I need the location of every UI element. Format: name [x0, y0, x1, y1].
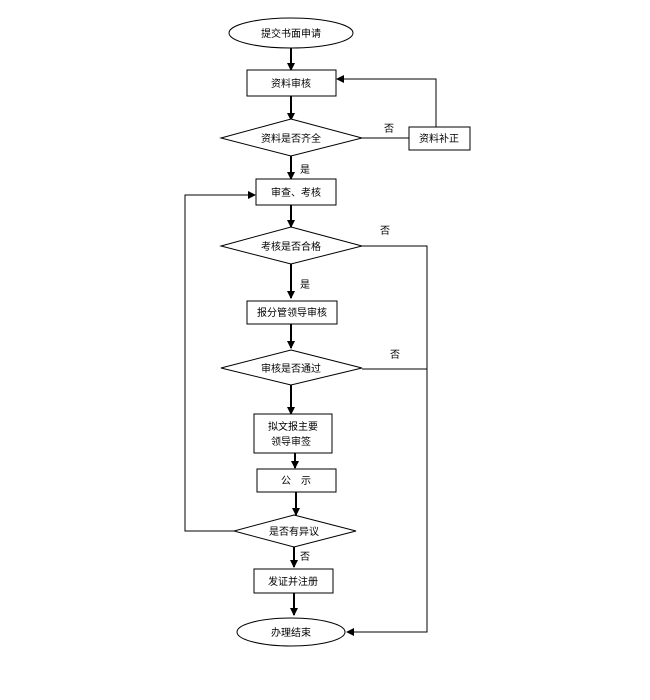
node-end: 办理结束 — [236, 617, 346, 647]
node-start-label: 提交书面申请 — [261, 27, 321, 40]
node-review-assess: 审查、考核 — [255, 178, 337, 206]
node-report-leader: 报分管领导审核 — [246, 300, 338, 325]
branch-label-no-supplement: 否 — [384, 123, 394, 135]
node-draft-label-line1: 拟文报主要 — [268, 420, 318, 433]
arrow-objection-back-to-assess — [184, 191, 256, 532]
node-publicize-label: 公 示 — [281, 476, 311, 487]
decision-assess-pass: 考核是否合格 — [219, 226, 364, 265]
decision-materials-complete-label: 资料是否齐全 — [261, 132, 321, 145]
node-material-review: 资料审核 — [246, 69, 337, 97]
decision-has-objection: 是否有异议 — [232, 514, 357, 548]
decision-review-pass-label: 审核是否通过 — [261, 362, 321, 375]
node-review-assess-label: 审查、考核 — [271, 186, 321, 199]
node-draft: 拟文报主要 领导审签 — [253, 413, 333, 454]
branch-label-yes-complete: 是 — [300, 164, 310, 176]
decision-review-pass: 审核是否通过 — [220, 349, 363, 386]
connectors — [184, 48, 437, 636]
node-supplement-label: 资料补正 — [419, 132, 459, 145]
decision-materials-complete: 资料是否齐全 — [219, 118, 364, 157]
node-end-label: 办理结束 — [271, 626, 311, 639]
node-issue-cert: 发证并注册 — [253, 568, 334, 594]
branch-label-no-objection: 否 — [300, 551, 310, 563]
arrow-supplement-back-to-review — [336, 75, 437, 127]
node-draft-label-line2: 领导审签 — [271, 435, 311, 448]
node-issue-cert-label: 发证并注册 — [268, 575, 318, 588]
branch-label-no-review: 否 — [390, 349, 400, 361]
decision-has-objection-label: 是否有异议 — [269, 525, 319, 538]
node-material-review-label: 资料审核 — [271, 77, 311, 90]
node-publicize: 公 示 — [256, 468, 337, 493]
branch-label-yes-assess: 是 — [300, 279, 310, 291]
arrow-fail-to-end — [346, 245, 428, 636]
decision-assess-pass-label: 考核是否合格 — [261, 240, 321, 253]
node-start: 提交书面申请 — [228, 17, 354, 49]
node-report-leader-label: 报分管领导审核 — [257, 306, 327, 319]
branch-label-no-assess: 否 — [380, 225, 390, 237]
node-supplement: 资料补正 — [408, 126, 471, 151]
